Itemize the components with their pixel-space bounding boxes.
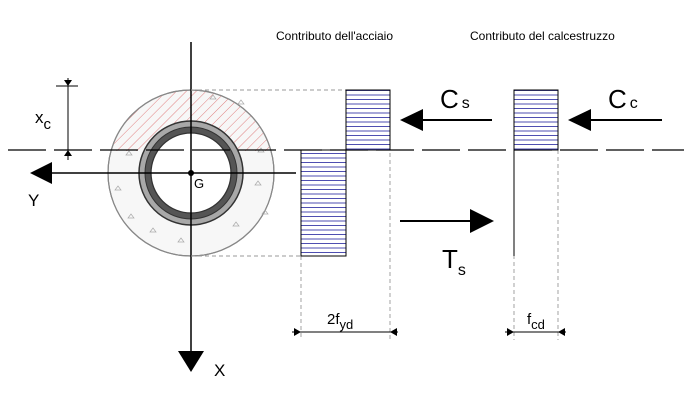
depth-label: xc (35, 108, 52, 133)
ts-label-main: T (442, 244, 458, 274)
concrete-dim-sub: cd (531, 317, 545, 332)
depth-arrow-bottom-icon (64, 150, 72, 156)
cs-label-sub: s (462, 95, 470, 112)
y-axis-arrow-icon (30, 162, 52, 184)
cc-label-sub: c (630, 95, 638, 112)
coordinate-axes: X Y G (28, 42, 296, 380)
concrete-dim-arrow-right-icon (558, 328, 565, 336)
concrete-dim-arrow-left-icon (507, 328, 514, 336)
concrete-dimension: fcd (505, 311, 566, 336)
aggregate-marks (114, 94, 269, 243)
centroid-label: G (194, 176, 204, 191)
concrete-heading: Contributo del calcestruzzo (470, 29, 615, 43)
ts-arrow-icon (470, 209, 494, 233)
x-axis-arrow-icon (178, 351, 204, 372)
ts-force: Ts (400, 209, 494, 279)
ts-label-sub: s (458, 262, 466, 279)
steel-dim-arrow-left-icon (294, 328, 301, 336)
centroid-dot (188, 170, 194, 176)
y-axis-label: Y (28, 191, 39, 210)
depth-label-sub: c (44, 116, 52, 133)
cc-label-main: C (608, 84, 627, 114)
concrete-dim-label: fcd (527, 311, 545, 332)
neutral-axis-depth-dimension: xc (35, 78, 78, 160)
ts-label: Ts (442, 244, 466, 279)
steel-dim-main: 2f (327, 311, 340, 328)
steel-heading: Contributo dell'acciaio (276, 29, 393, 43)
steel-dim-label: 2fyd (327, 311, 353, 332)
steel-stress-block (300, 89, 391, 257)
cs-label-main: C (440, 84, 459, 114)
cs-arrow-icon (400, 109, 423, 131)
cc-arrow-icon (568, 109, 591, 131)
steel-dimension: 2fyd (292, 311, 398, 336)
x-axis-label: X (214, 361, 225, 380)
steel-dim-arrow-right-icon (390, 328, 397, 336)
steel-compression-block (345, 89, 391, 151)
steel-dim-sub: yd (340, 317, 354, 332)
concrete-dim-main: f (527, 311, 532, 328)
steel-tension-block (300, 149, 347, 257)
depth-label-main: x (35, 108, 44, 127)
concrete-compression-block (513, 89, 559, 151)
concrete-stress-block (513, 89, 559, 256)
depth-arrow-top-icon (64, 80, 72, 86)
